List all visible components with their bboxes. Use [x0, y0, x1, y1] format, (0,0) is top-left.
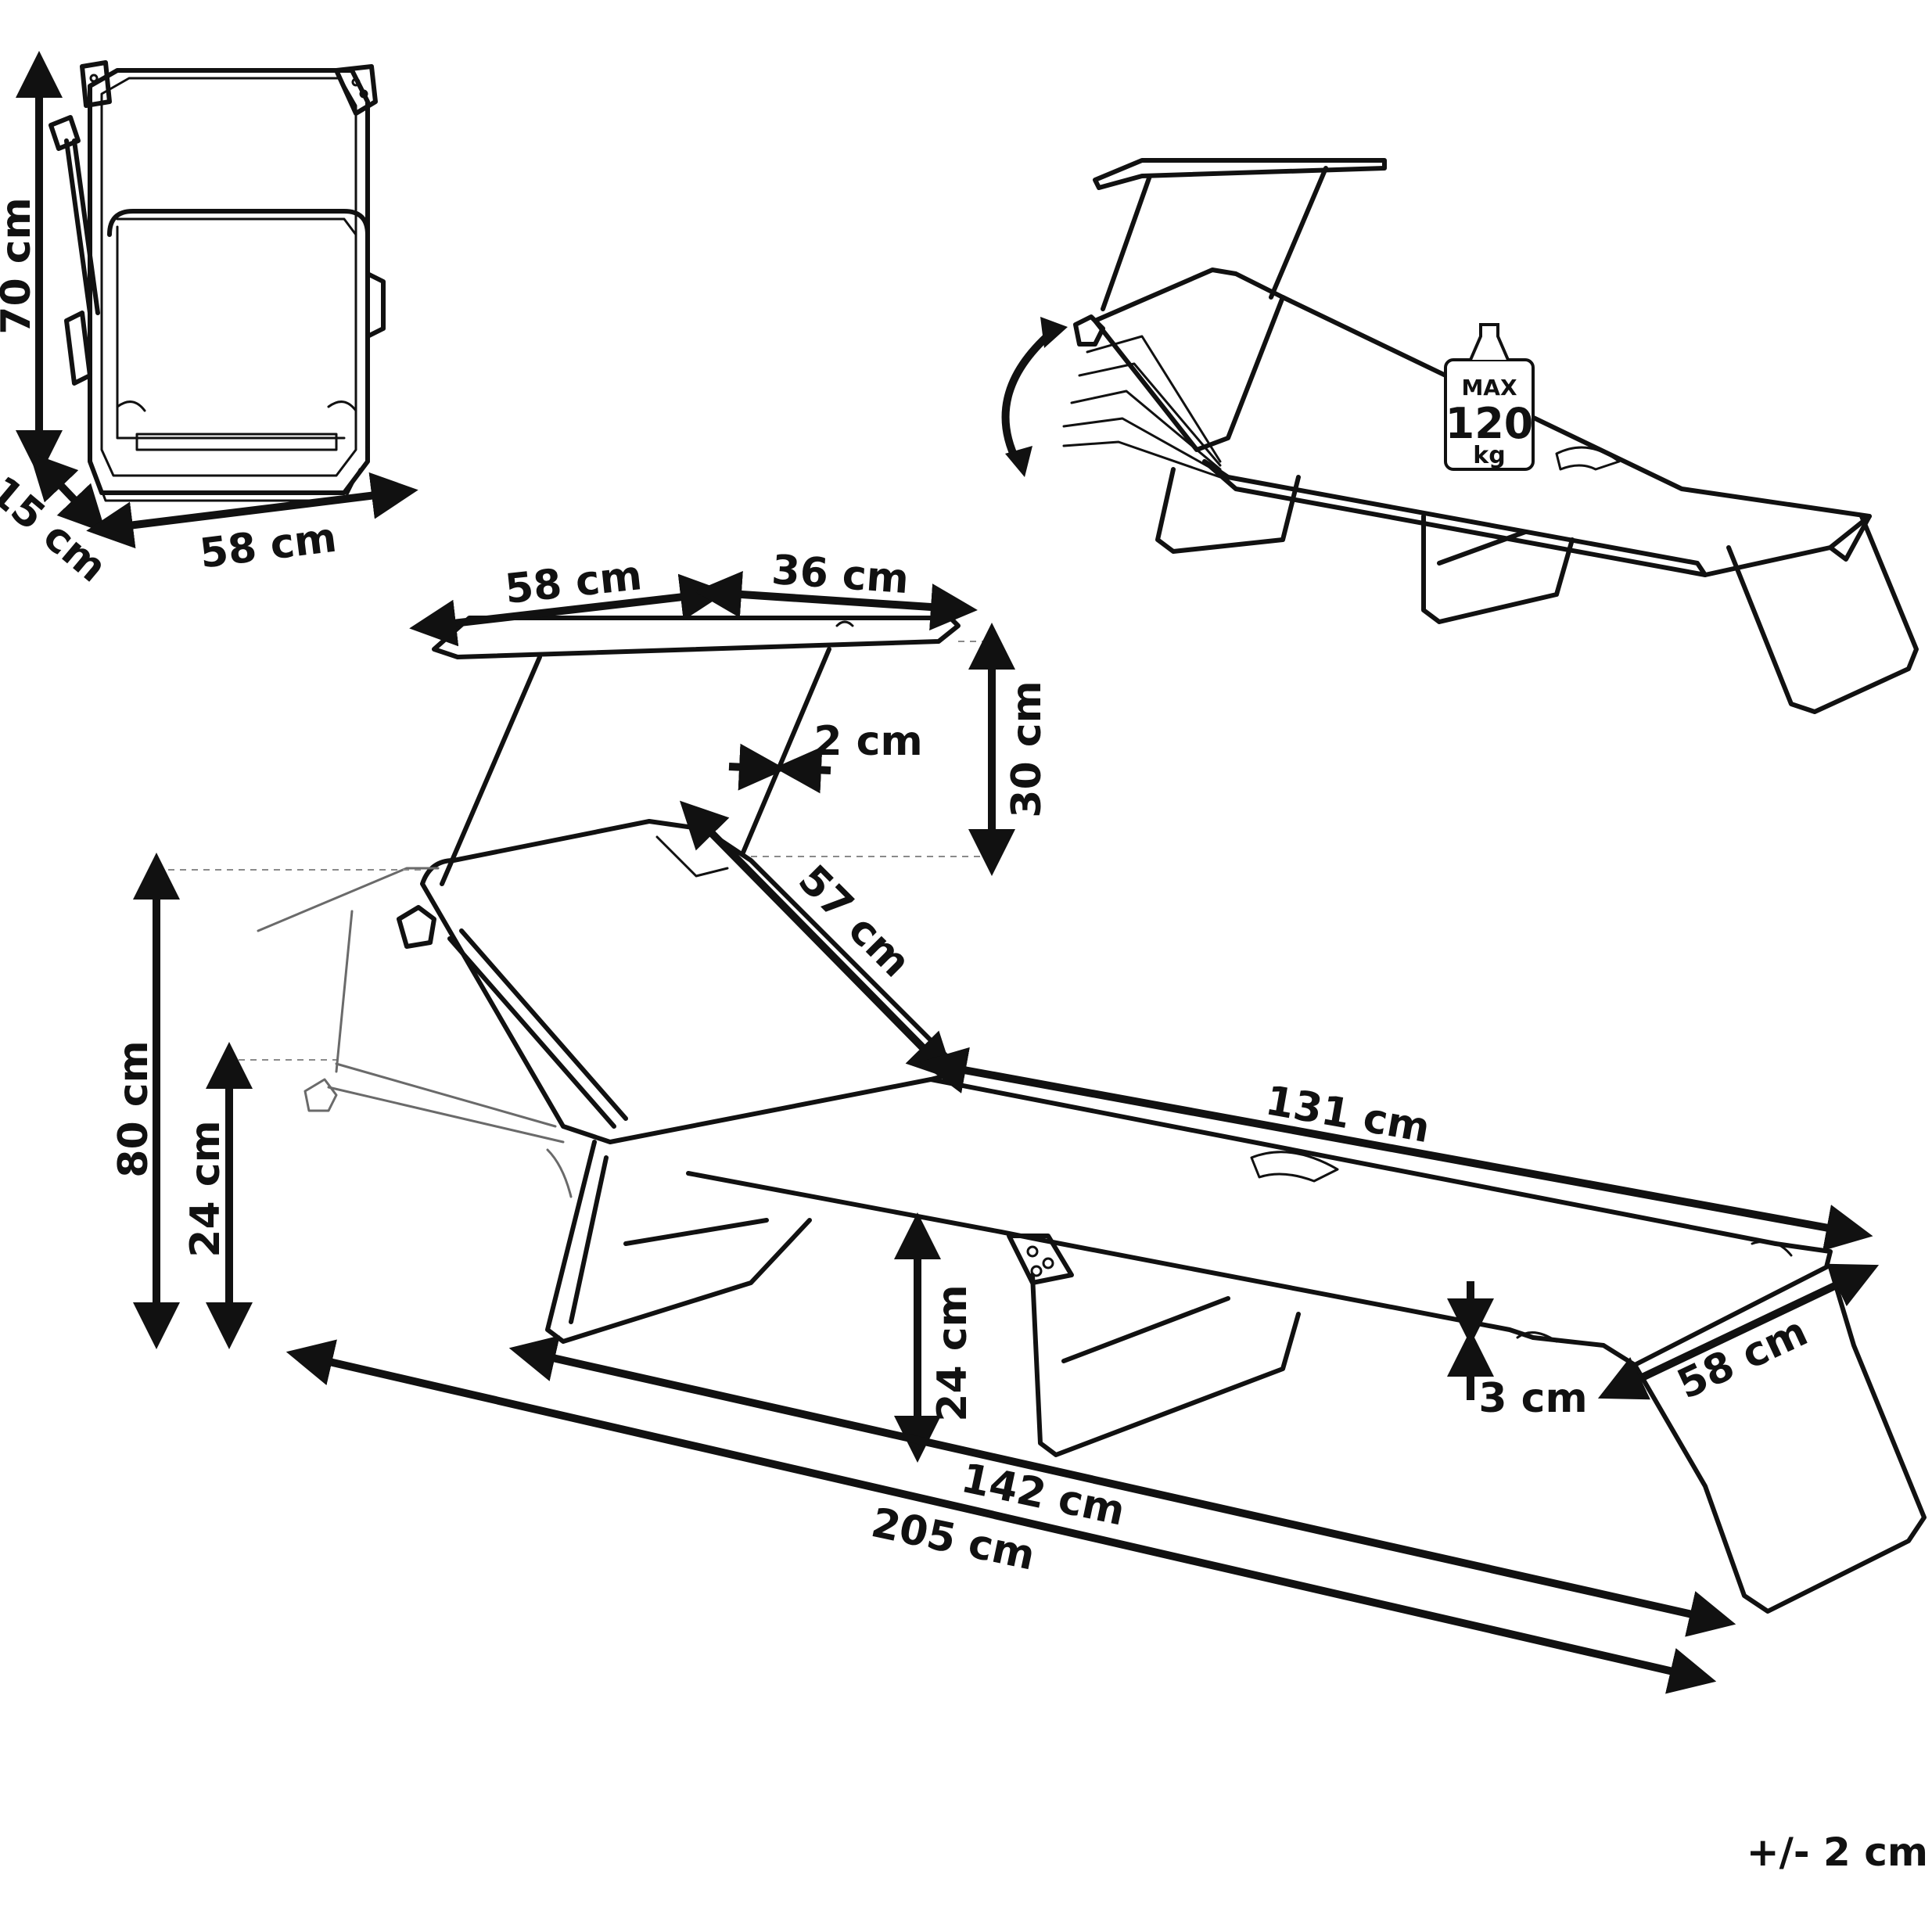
label-seat-height: 24 cm [929, 1284, 976, 1421]
label-folded-height: 70 cm [0, 197, 40, 334]
tolerance-note: +/- 2 cm [1747, 1830, 1928, 1875]
label-canopy-height: 30 cm [1004, 681, 1050, 817]
label-left-seat-height: 24 cm [182, 1120, 229, 1257]
perspective-lounger-drawing [1001, 158, 1919, 714]
folded-lounger-drawing [48, 60, 386, 502]
weight-badge-line3: kg [1473, 442, 1505, 469]
dimension-arrow-folded-width [86, 472, 418, 549]
max-weight-badge: MAX 120 kg [1444, 321, 1535, 471]
label-total-height: 80 cm [110, 1040, 157, 1177]
weight-badge-line2: 120 [1445, 399, 1534, 448]
label-canopy-depth: 36 cm [770, 547, 910, 603]
dimension-arrow-pole-right [774, 746, 831, 794]
main-lounger-drawing [257, 616, 1927, 1614]
label-seat-width: 58 cm [1671, 1308, 1815, 1409]
dimension-arrow-backrest-length [679, 800, 956, 1081]
dimension-arrow-total-length [285, 1339, 1717, 1694]
dimension-arrow-canopy-width [409, 573, 727, 647]
label-folded-width: 58 cm [197, 515, 339, 578]
weight-badge-line1: MAX [1461, 375, 1517, 400]
dimension-arrow-pole-left [728, 743, 786, 791]
dimension-arrow-canopy-depth [695, 571, 978, 630]
label-pole-diameter: 2 cm [813, 718, 922, 765]
dimension-arrow-folded-depth [29, 452, 106, 533]
dimension-arrow-seat-length [919, 1047, 1873, 1251]
label-frame-thickness: 3 cm [1478, 1375, 1587, 1422]
